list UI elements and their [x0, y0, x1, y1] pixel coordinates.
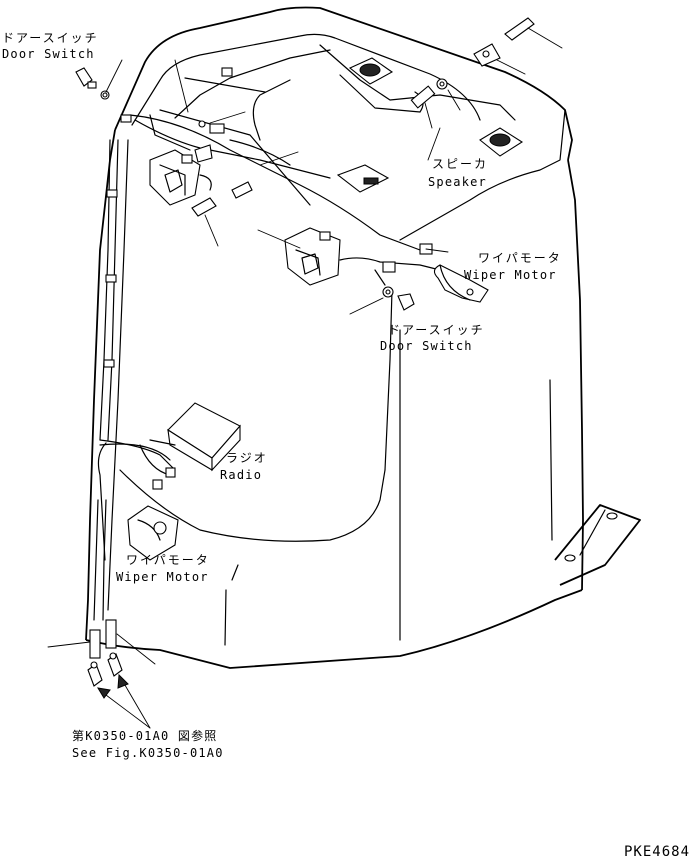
cab-outline [85, 6, 641, 669]
roof-connectors [174, 59, 390, 193]
speaker-en: Speaker [428, 175, 487, 189]
figure-code: PKE4684 [624, 844, 690, 860]
wiper-motor-left-part [127, 505, 179, 561]
bottom-connectors [47, 619, 156, 687]
bolt-bracket-part [473, 17, 563, 75]
speaker-connector-part [410, 78, 461, 129]
speaker-right-part [479, 127, 524, 157]
wiper-motor-left-jp: ワイパモータ [126, 553, 210, 567]
center-unit-part [257, 227, 341, 286]
reference-arrows [97, 673, 151, 729]
wiper-motor-right-en: Wiper Motor [464, 268, 557, 282]
door-switch-center-part [349, 286, 415, 315]
radio-en: Radio [220, 468, 262, 482]
door-switch-top-left-jp: ドアースイッチ [2, 31, 99, 45]
radio-jp: ラジオ [226, 451, 268, 465]
speaker-jp: スピーカ [432, 157, 488, 171]
leader-lines [425, 127, 449, 253]
reference-en: See Fig.K0350-01A0 [72, 746, 224, 760]
reference-jp: 第K0350-01A0 図参照 [72, 728, 217, 743]
wiper-motor-left-en: Wiper Motor [116, 570, 209, 584]
radio-part [139, 402, 241, 490]
door-switch-center-en: Door Switch [380, 339, 473, 353]
front-wiper-motor-part [149, 149, 253, 247]
door-switch-top-left-part [75, 59, 123, 100]
harness-clamps [103, 114, 132, 368]
wiper-motor-right-jp: ワイパモータ [478, 251, 562, 265]
door-switch-center-jp: ドアースイッチ [388, 323, 485, 337]
door-switch-top-left-en: Door Switch [2, 47, 95, 61]
